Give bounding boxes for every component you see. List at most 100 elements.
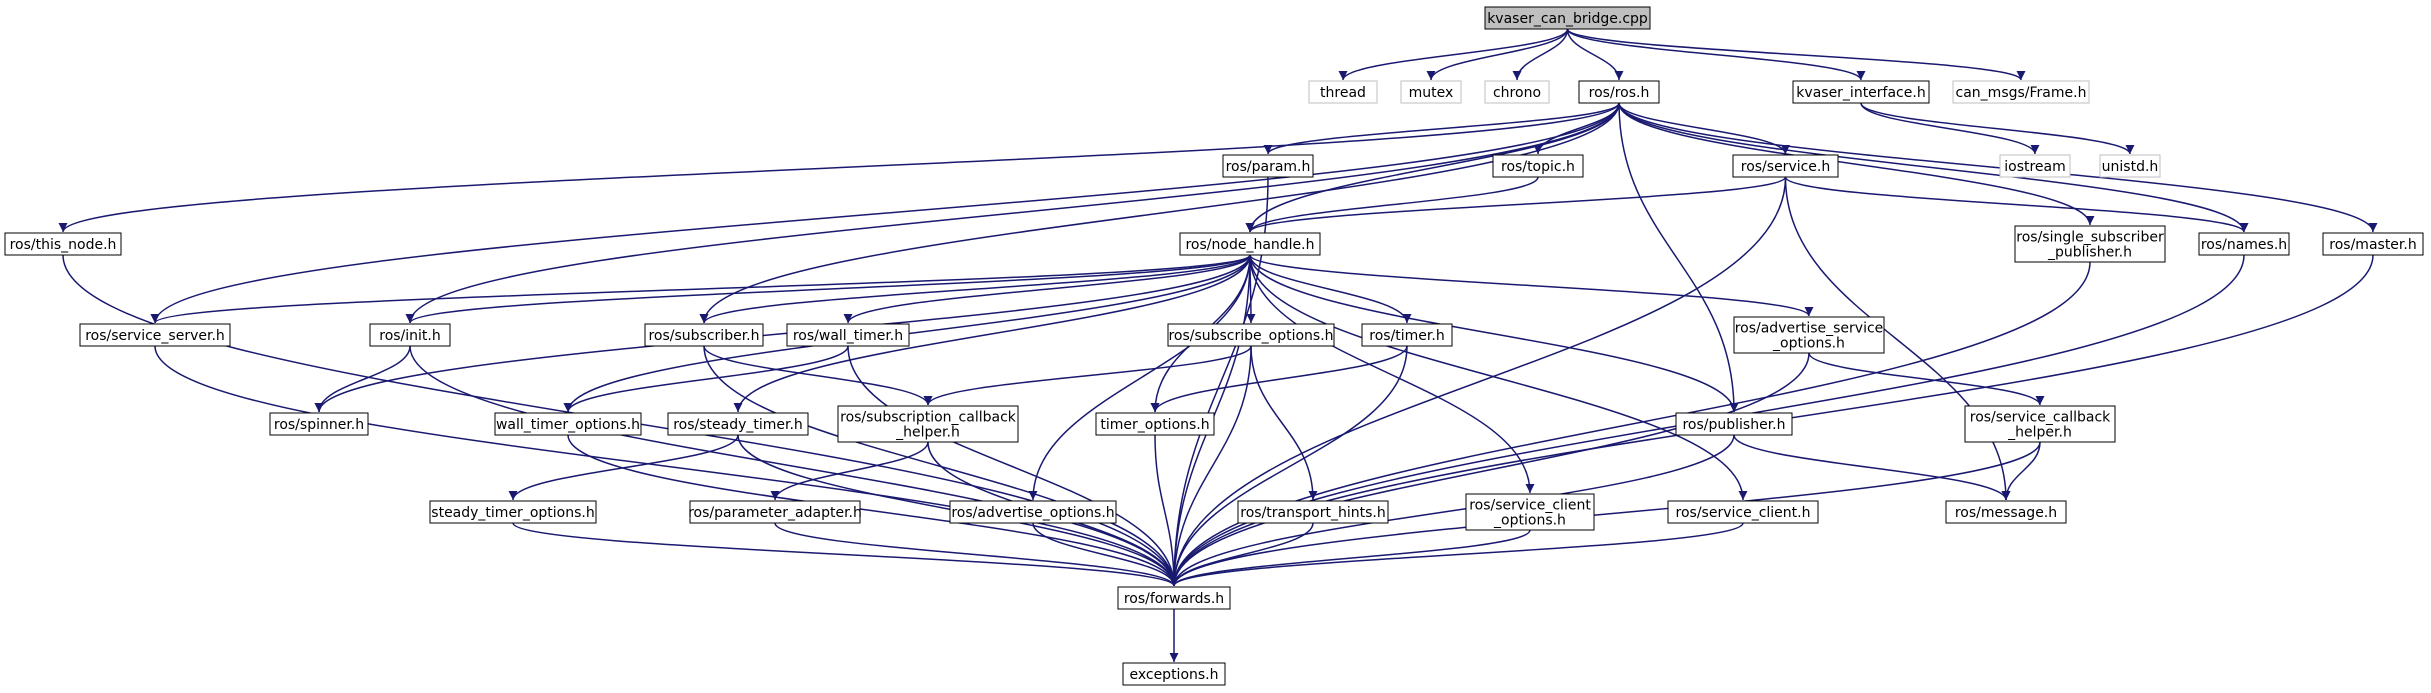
node-unistd[interactable]: unistd.h (2099, 154, 2161, 178)
node-service[interactable]: ros/service.h (1732, 154, 1839, 178)
node-label: _helper.h (2007, 425, 2072, 441)
node-iostream[interactable]: iostream (1999, 154, 2071, 178)
node-box (2322, 232, 2424, 256)
node-box (837, 405, 1019, 443)
node-label: ros/spinner.h (274, 417, 364, 433)
node-service-client[interactable]: ros/service_client.h (1667, 500, 1819, 524)
node-label: _options.h (1772, 336, 1845, 352)
node-label: ros/service_server.h (85, 328, 225, 344)
node-label: ros/this_node.h (10, 237, 117, 253)
node-box (1667, 500, 1819, 524)
node-message[interactable]: ros/message.h (1945, 500, 2067, 524)
node-root[interactable]: kvaser_can_bridge.cpp (1484, 6, 1651, 30)
edge-service_client_options-to-forwards (1169, 529, 1531, 587)
edge-wall_timer_options-to-forwards (567, 434, 1179, 587)
node-subscribe-options[interactable]: ros/subscribe_options.h (1167, 323, 1335, 347)
node-label: ros/topic.h (1501, 159, 1575, 175)
node-box (2099, 154, 2161, 178)
node-label: ros/node_handle.h (1185, 237, 1314, 253)
node-label: ros/init.h (379, 328, 441, 344)
edges-layer (58, 28, 2378, 662)
node-topic[interactable]: ros/topic.h (1492, 154, 1584, 178)
node-label: ros/single_subscriber (2016, 230, 2164, 246)
node-label: ros/service_client (1469, 498, 1591, 514)
node-exceptions[interactable]: exceptions.h (1122, 662, 1226, 686)
node-timer[interactable]: ros/timer.h (1361, 323, 1453, 347)
node-label: ros/master.h (2329, 237, 2416, 253)
edge-ros_h-to-service_server (150, 102, 1620, 324)
node-box (1465, 493, 1595, 531)
node-box (2198, 232, 2290, 256)
edge-timer-to-timer_options (1150, 345, 1408, 413)
edge-subscriber-to-forwards (703, 345, 1179, 587)
node-box (1792, 80, 1930, 104)
node-box (1361, 323, 1453, 347)
node-spinner[interactable]: ros/spinner.h (269, 412, 369, 436)
node-subscription-cb[interactable]: ros/subscription_callback_helper.h (837, 405, 1019, 443)
edge-kvaser_if-to-unistd (1860, 102, 2135, 155)
node-subscriber[interactable]: ros/subscriber.h (644, 323, 764, 347)
node-mutex[interactable]: mutex (1400, 80, 1462, 104)
node-label: ros/publisher.h (1682, 417, 1785, 433)
node-label: ros/transport_hints.h (1240, 505, 1385, 521)
edge-node_handle-to-publisher (1249, 254, 1739, 413)
node-service-cb[interactable]: ros/service_callback_helper.h (1964, 405, 2116, 443)
node-init[interactable]: ros/init.h (369, 323, 451, 347)
node-thread[interactable]: thread (1308, 80, 1378, 104)
node-box (1964, 405, 2116, 443)
edge-root-to-mutex (1426, 28, 1569, 81)
node-wall-timer[interactable]: ros/wall_timer.h (786, 323, 910, 347)
node-box (1484, 6, 1651, 30)
edge-ros_h-to-single_sub (1618, 102, 2095, 226)
node-advertise-options[interactable]: ros/advertise_options.h (949, 500, 1117, 524)
edge-advertise_options-to-forwards (1032, 522, 1179, 587)
node-label: ros/forwards.h (1124, 591, 1224, 607)
node-label: iostream (2004, 159, 2066, 175)
edge-parameter_adapter-to-forwards (774, 522, 1179, 587)
node-wall-timer-options[interactable]: wall_timer_options.h (494, 412, 642, 436)
node-label: ros/message.h (1955, 505, 2057, 521)
node-label: chrono (1493, 85, 1541, 101)
node-box (1308, 80, 1378, 104)
edge-root-to-thread (1338, 28, 1569, 81)
edge-ros_h-to-this_node (58, 102, 1620, 233)
node-service-client-options[interactable]: ros/service_client_options.h (1465, 493, 1595, 531)
node-label: _helper.h (895, 425, 960, 441)
node-publisher[interactable]: ros/publisher.h (1675, 412, 1793, 436)
node-box (1237, 500, 1389, 524)
node-master[interactable]: ros/master.h (2322, 232, 2424, 256)
node-chrono[interactable]: chrono (1484, 80, 1550, 104)
node-names[interactable]: ros/names.h (2198, 232, 2290, 256)
node-node-handle[interactable]: ros/node_handle.h (1179, 232, 1321, 256)
node-service-server[interactable]: ros/service_server.h (79, 323, 231, 347)
node-timer-options[interactable]: timer_options.h (1095, 412, 1215, 436)
node-label: thread (1320, 85, 1366, 101)
edge-node_handle-to-init (405, 254, 1251, 324)
node-label: unistd.h (2102, 159, 2159, 175)
node-transport-hints[interactable]: ros/transport_hints.h (1237, 500, 1389, 524)
node-box (494, 412, 642, 436)
node-advertise-service-options[interactable]: ros/advertise_service_options.h (1733, 316, 1885, 354)
edge-node_handle-to-subscriber (699, 254, 1251, 324)
edge-root-to-can_frame (1566, 28, 2026, 81)
node-box (786, 323, 910, 347)
node-label: mutex (1409, 85, 1454, 101)
edge-node_handle-to-advertise_service_options (1249, 254, 1814, 317)
node-kvaser-if[interactable]: kvaser_interface.h (1792, 80, 1930, 104)
node-forwards[interactable]: ros/forwards.h (1117, 586, 1231, 610)
node-parameter-adapter[interactable]: ros/parameter_adapter.h (688, 500, 862, 524)
node-steady-timer-options[interactable]: steady_timer_options.h (429, 500, 597, 524)
node-steady-timer[interactable]: ros/steady_timer.h (667, 412, 809, 436)
edge-root-to-chrono (1512, 28, 1569, 81)
node-param[interactable]: ros/param.h (1222, 154, 1314, 178)
node-box (429, 500, 597, 524)
node-this-node[interactable]: ros/this_node.h (4, 232, 122, 256)
edge-node_handle-to-spinner (314, 254, 1251, 413)
node-box (1222, 154, 1314, 178)
node-can-frame[interactable]: can_msgs/Frame.h (1952, 80, 2090, 104)
edge-kvaser_if-to-iostream (1860, 102, 2040, 155)
node-label: kvaser_interface.h (1796, 85, 1925, 101)
node-ros-h[interactable]: ros/ros.h (1578, 80, 1660, 104)
node-single-sub[interactable]: ros/single_subscriber_publisher.h (2014, 225, 2166, 263)
node-box (1095, 412, 1215, 436)
